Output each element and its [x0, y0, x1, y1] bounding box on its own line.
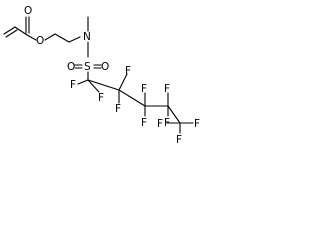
atom-label-ester-o: O: [36, 35, 44, 47]
atom-label-carbonyl-o: O: [24, 5, 32, 17]
atom-label-fluorine: F: [125, 65, 131, 77]
bond-c-oester: [26, 34, 37, 41]
molecule-svg: O O N S O O F F F F F F F F F F F: [3, 5, 200, 146]
bonds: [3, 16, 194, 134]
bond-c1-f-down: [87, 79, 100, 93]
bond-c1-c2: [87, 79, 120, 91]
bond-c2-f-up: [118, 73, 128, 91]
bond-vinyl-single: [14, 26, 28, 36]
structure-diagram: O O N S O O F F F F F F F F F F F: [0, 0, 210, 151]
atom-label-sulfonyl-o-right: O: [101, 61, 109, 73]
bond-vinyl-double-a: [3, 26, 16, 35]
bond-ch2-ch2: [54, 33, 70, 43]
atom-label-fluorine: F: [164, 83, 170, 95]
bond-oester-ch2: [44, 33, 56, 41]
atom-label-fluorine: F: [141, 83, 147, 95]
bond-c1-f-left: [77, 79, 89, 85]
bond-ch2-n: [68, 36, 81, 43]
atom-label-fluorine: F: [194, 118, 200, 130]
atom-label-sulfur: S: [84, 61, 91, 73]
bond-c2-c3: [118, 89, 146, 107]
bond-c4-c5: [167, 105, 181, 124]
atom-label-fluorine: F: [141, 117, 147, 129]
atom-label-fluorine: F: [70, 79, 76, 91]
atom-label-fluorine: F: [176, 134, 182, 146]
atom-labels: O O N S O O F F F F F F F F F F F: [24, 5, 200, 146]
atom-label-nitrogen: N: [83, 31, 91, 43]
atom-label-fluorine: F: [115, 103, 121, 115]
bond-vinyl-double-b: [5, 29, 18, 38]
atom-label-sulfonyl-o-left: O: [67, 61, 75, 73]
atom-label-fluorine: F: [98, 92, 104, 104]
atom-label-fluorine: F: [164, 117, 170, 129]
atom-label-fluorine: F: [157, 118, 163, 130]
